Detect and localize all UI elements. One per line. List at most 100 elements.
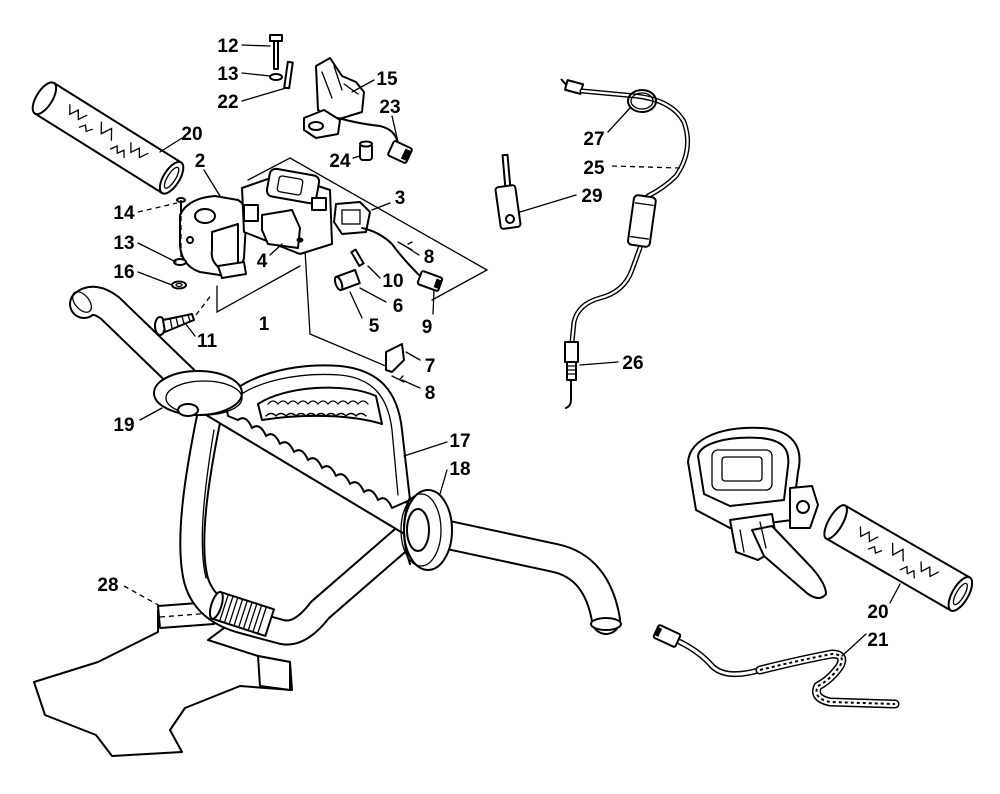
switch-housing-assembly bbox=[154, 157, 489, 383]
crossbar-edge bbox=[235, 373, 399, 496]
bracket-stud bbox=[308, 121, 324, 131]
switch-button bbox=[276, 175, 304, 196]
mount-detail bbox=[739, 521, 767, 553]
pin bbox=[283, 60, 294, 90]
callout-18: 18 bbox=[449, 459, 470, 480]
switch-screw bbox=[296, 237, 304, 243]
callout-labels: 12 13 22 15 23 20 2 24 27 25 29 3 14 13 … bbox=[97, 36, 889, 651]
leader-line bbox=[439, 469, 448, 495]
leader-line bbox=[403, 441, 448, 457]
pad-rim bbox=[400, 493, 442, 567]
leader-line bbox=[841, 633, 867, 657]
left-grip bbox=[31, 81, 185, 195]
handlebar bbox=[69, 285, 622, 635]
leader-line bbox=[203, 169, 221, 197]
callout-25: 25 bbox=[583, 158, 605, 179]
upper-bracket-assembly bbox=[269, 34, 413, 164]
callout-5: 5 bbox=[369, 316, 380, 337]
pad-hole bbox=[177, 403, 199, 417]
leader-line bbox=[159, 137, 183, 153]
callout-19: 19 bbox=[113, 415, 134, 436]
leader-lines bbox=[123, 44, 901, 657]
wire-pin bbox=[350, 248, 365, 267]
callout-29: 29 bbox=[581, 186, 602, 207]
screw-shaft bbox=[273, 40, 279, 70]
callout-7: 7 bbox=[425, 356, 436, 377]
leader-line bbox=[401, 379, 421, 389]
sleeve-end bbox=[208, 590, 224, 620]
wire-lead-fill bbox=[678, 640, 762, 676]
callout-6: 6 bbox=[393, 296, 404, 317]
callout-24: 24 bbox=[329, 151, 351, 172]
callout-28: 28 bbox=[97, 575, 118, 596]
cylinder-end bbox=[333, 275, 344, 292]
cable-adjuster bbox=[566, 361, 577, 381]
leader-line bbox=[352, 155, 361, 159]
pin-tool bbox=[494, 153, 522, 230]
grip-bore bbox=[952, 582, 968, 606]
pad-strap-right bbox=[257, 655, 291, 691]
nut bbox=[171, 280, 187, 290]
callout-3: 3 bbox=[395, 188, 406, 209]
leader-line bbox=[137, 202, 178, 213]
leader-line bbox=[519, 194, 577, 213]
cable-upper-fill bbox=[580, 89, 689, 198]
wire-connector bbox=[387, 140, 413, 164]
cable-ring bbox=[627, 89, 657, 113]
sleeve-knurl bbox=[219, 593, 267, 635]
bumper-pad-left bbox=[153, 370, 243, 417]
cable-fitting bbox=[564, 341, 579, 363]
housing-clip bbox=[217, 261, 247, 279]
leader-line bbox=[351, 79, 375, 93]
nut-bore bbox=[175, 282, 183, 288]
washer bbox=[173, 258, 187, 266]
connector-tip bbox=[400, 148, 411, 161]
grip-bore bbox=[163, 166, 180, 189]
hand-warmer-wire bbox=[652, 624, 900, 709]
plug-pins bbox=[653, 626, 663, 637]
switch-wire bbox=[337, 117, 399, 145]
riser-frame bbox=[179, 399, 431, 646]
leader-line bbox=[349, 291, 363, 319]
callout-15: 15 bbox=[376, 69, 398, 90]
tool-hole bbox=[505, 214, 515, 224]
grip-end-cap bbox=[31, 81, 58, 116]
cable-sleeve bbox=[627, 194, 657, 248]
callout-11: 11 bbox=[197, 331, 218, 352]
housing-screw bbox=[154, 313, 195, 336]
grip-logo bbox=[69, 104, 149, 159]
reservoir-cap bbox=[697, 436, 790, 507]
module-window bbox=[341, 209, 361, 225]
cap-window bbox=[721, 456, 763, 482]
leader-line bbox=[137, 271, 173, 286]
switch-side-tab bbox=[243, 204, 259, 222]
pad-shading bbox=[403, 496, 411, 565]
small-bracket bbox=[385, 343, 405, 373]
pad-body bbox=[33, 601, 293, 757]
leader-line bbox=[391, 115, 399, 143]
handlebar-fill bbox=[71, 287, 619, 633]
grip-open-end bbox=[158, 160, 185, 195]
pad-face bbox=[165, 380, 243, 416]
sleeve-body bbox=[627, 194, 657, 248]
callout-12: 12 bbox=[217, 36, 238, 57]
group-outline bbox=[247, 157, 489, 301]
callout-21: 21 bbox=[867, 630, 889, 651]
housing-fasteners bbox=[171, 197, 187, 290]
connector-pin bbox=[560, 78, 568, 86]
right-control-housing bbox=[687, 426, 827, 599]
cable-inner-wire bbox=[565, 379, 572, 409]
callout-2: 2 bbox=[195, 151, 206, 172]
leader-line bbox=[579, 361, 619, 366]
crossbar bbox=[224, 364, 411, 509]
leader-line bbox=[407, 247, 420, 256]
frame-grip-sleeve bbox=[208, 590, 275, 637]
leader-line bbox=[184, 322, 196, 337]
callout-23: 23 bbox=[379, 97, 400, 118]
frame-wire bbox=[201, 429, 215, 579]
leader-line bbox=[241, 72, 271, 77]
clamp-screw bbox=[796, 500, 810, 514]
callout-10: 10 bbox=[382, 271, 403, 292]
callout-22: 22 bbox=[217, 92, 238, 113]
